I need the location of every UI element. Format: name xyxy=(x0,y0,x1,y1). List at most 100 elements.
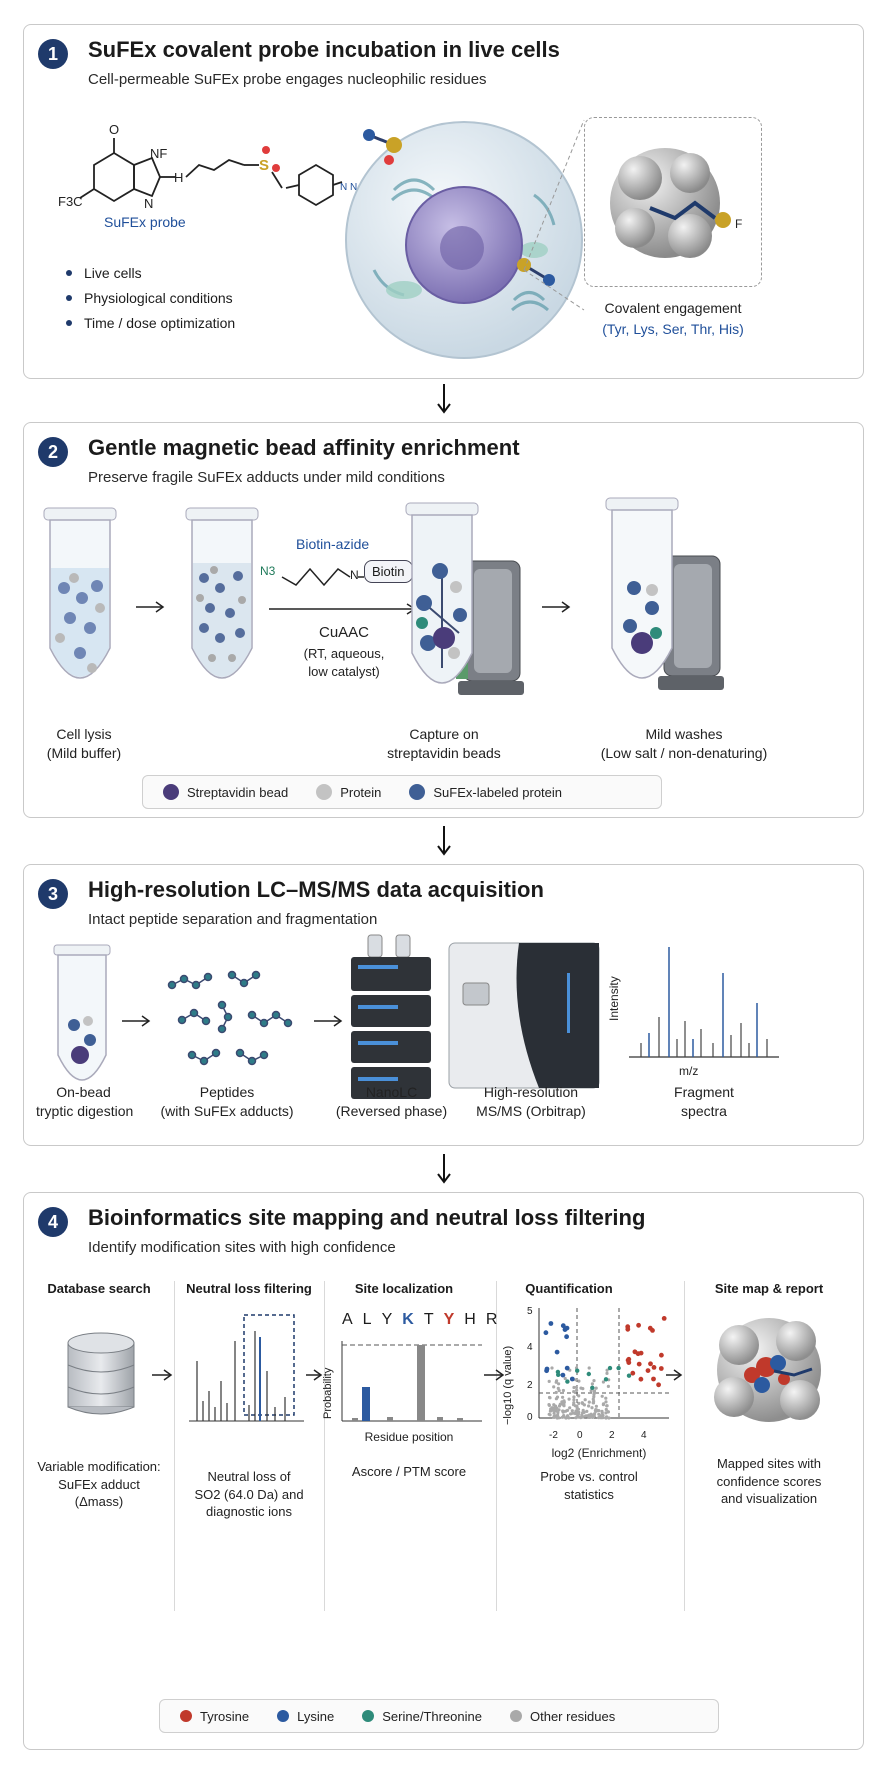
step-caption-line1: NanoLC xyxy=(365,1084,418,1100)
volcano-point-lysine xyxy=(569,1376,575,1382)
volcano-point-lysine xyxy=(564,1334,569,1340)
volcano-point xyxy=(587,1366,591,1370)
reaction-arrow-icon xyxy=(269,603,417,615)
volcano-point xyxy=(574,1378,578,1382)
peptide-sequence: A L Y K T Y H R xyxy=(342,1311,498,1329)
volcano-point xyxy=(572,1398,576,1402)
residue: R xyxy=(485,1311,499,1328)
database-icon xyxy=(67,1332,135,1415)
panel-subtitle: Identify modification sites with high co… xyxy=(88,1239,396,1256)
neutral-loss-spectrum xyxy=(189,1314,304,1422)
protein-icon xyxy=(316,784,333,800)
probe-molecule-icon xyxy=(363,129,402,165)
bullet-item: Time / dose optimization xyxy=(66,315,235,331)
volcano-point xyxy=(583,1398,587,1402)
oxygen-atom xyxy=(262,146,270,154)
down-arrow-icon xyxy=(437,826,451,856)
volcano-point xyxy=(577,1394,581,1398)
volcano-point xyxy=(604,1396,608,1400)
volcano-point xyxy=(572,1401,576,1405)
residue-tyrosine: Y xyxy=(443,1311,456,1328)
site-y-label: Probability xyxy=(322,1367,334,1419)
capture-tube-magnet xyxy=(405,502,524,695)
volcano-point xyxy=(581,1415,585,1419)
step-number-badge: 3 xyxy=(38,879,68,909)
panel-title: High-resolution LC–MS/MS data acquisitio… xyxy=(88,877,544,902)
column-caption: Variable modification:SuFEx adduct(Δmass… xyxy=(37,1459,161,1510)
volcano-point xyxy=(590,1382,594,1386)
volcano-point xyxy=(592,1389,597,1393)
covalent-engagement-inset: F xyxy=(584,117,762,287)
volcano-point xyxy=(594,1404,598,1408)
atom-nf: NF xyxy=(150,146,167,161)
site-probability-plot xyxy=(341,1341,482,1422)
bead-icon xyxy=(163,784,179,800)
orbitrap-instrument xyxy=(448,942,600,1089)
volcano-point xyxy=(557,1389,561,1393)
step-caption-line2: MS/MS (Orbitrap) xyxy=(476,1103,586,1119)
down-arrow-icon xyxy=(437,1154,451,1184)
step-caption-line1: Cell lysis xyxy=(56,726,112,742)
volcano-point xyxy=(552,1385,556,1389)
step-caption-line1: Mild washes xyxy=(645,726,723,742)
labeled-protein-icon xyxy=(409,784,426,800)
panel-title: Gentle magnetic bead affinity enrichment xyxy=(88,435,520,460)
volcano-point xyxy=(562,1414,566,1419)
volcano-point xyxy=(566,1414,570,1418)
volcano-point-tyrosine xyxy=(645,1368,651,1373)
residue: L xyxy=(362,1311,373,1328)
volcano-point xyxy=(604,1407,608,1412)
volcano-y-tick: 4 xyxy=(527,1342,533,1353)
volcano-point xyxy=(562,1399,566,1403)
spectrum-x-label: m/z xyxy=(679,1064,699,1078)
n-label: N xyxy=(350,568,359,582)
arrow-icon xyxy=(136,601,165,613)
legend-item: Serine/Threonine xyxy=(362,1709,482,1724)
volcano-x-label: log2 (Enrichment) xyxy=(551,1446,647,1460)
volcano-point xyxy=(605,1371,609,1375)
live-cell-illustration xyxy=(345,121,583,359)
volcano-point xyxy=(563,1376,567,1381)
volcano-point-serine-threonine xyxy=(603,1377,609,1382)
volcano-point-serine-threonine xyxy=(575,1368,580,1373)
volcano-x-tick: -2 xyxy=(549,1430,558,1441)
volcano-point-lysine xyxy=(543,1330,549,1336)
volcano-point-serine-threonine xyxy=(616,1365,621,1371)
volcano-point-lysine xyxy=(548,1321,554,1326)
biotin-box: Biotin xyxy=(364,560,413,583)
volcano-point-tyrosine xyxy=(648,1361,653,1367)
volcano-point xyxy=(572,1390,576,1394)
volcano-point xyxy=(553,1415,557,1419)
volcano-point xyxy=(548,1413,552,1417)
volcano-point xyxy=(557,1382,561,1386)
spectrum-y-label: Intensity xyxy=(607,976,621,1021)
panel-bioinformatics: 4 Bioinformatics site mapping and neutra… xyxy=(23,1192,864,1750)
sufex-probe-structure: O NF N H F3C S N N N N xyxy=(58,122,377,211)
volcano-point-serine-threonine xyxy=(586,1371,591,1377)
volcano-point xyxy=(550,1366,554,1370)
volcano-point-tyrosine xyxy=(625,1324,631,1330)
peptides-illustration xyxy=(167,970,293,1066)
panel-probe-incubation: 1 SuFEx covalent probe incubation in liv… xyxy=(23,24,864,379)
panel-title: SuFEx covalent probe incubation in live … xyxy=(88,37,560,62)
volcano-point xyxy=(594,1386,598,1390)
oxygen-atom xyxy=(272,164,280,172)
volcano-point xyxy=(561,1409,565,1413)
step-caption-line1: High-resolution xyxy=(483,1084,579,1100)
column-caption: Ascore / PTM score xyxy=(351,1464,467,1479)
serine-threonine-dot xyxy=(362,1710,375,1722)
volcano-y-tick: 5 xyxy=(527,1306,533,1317)
volcano-point-tyrosine xyxy=(651,1365,657,1370)
volcano-point-lysine xyxy=(544,1366,550,1372)
volcano-point xyxy=(604,1411,608,1415)
volcano-point xyxy=(599,1416,603,1420)
panel-subtitle: Cell-permeable SuFEx probe engages nucle… xyxy=(88,71,487,88)
step-caption-line1: Peptides xyxy=(199,1084,255,1100)
engagement-residues: (Tyr, Lys, Ser, Thr, His) xyxy=(602,321,744,337)
panel-subtitle: Preserve fragile SuFEx adducts under mil… xyxy=(88,469,445,486)
conditions-list: Live cells Physiological conditions Time… xyxy=(66,265,235,340)
site-map-protein xyxy=(714,1318,821,1422)
volcano-point xyxy=(594,1409,598,1413)
